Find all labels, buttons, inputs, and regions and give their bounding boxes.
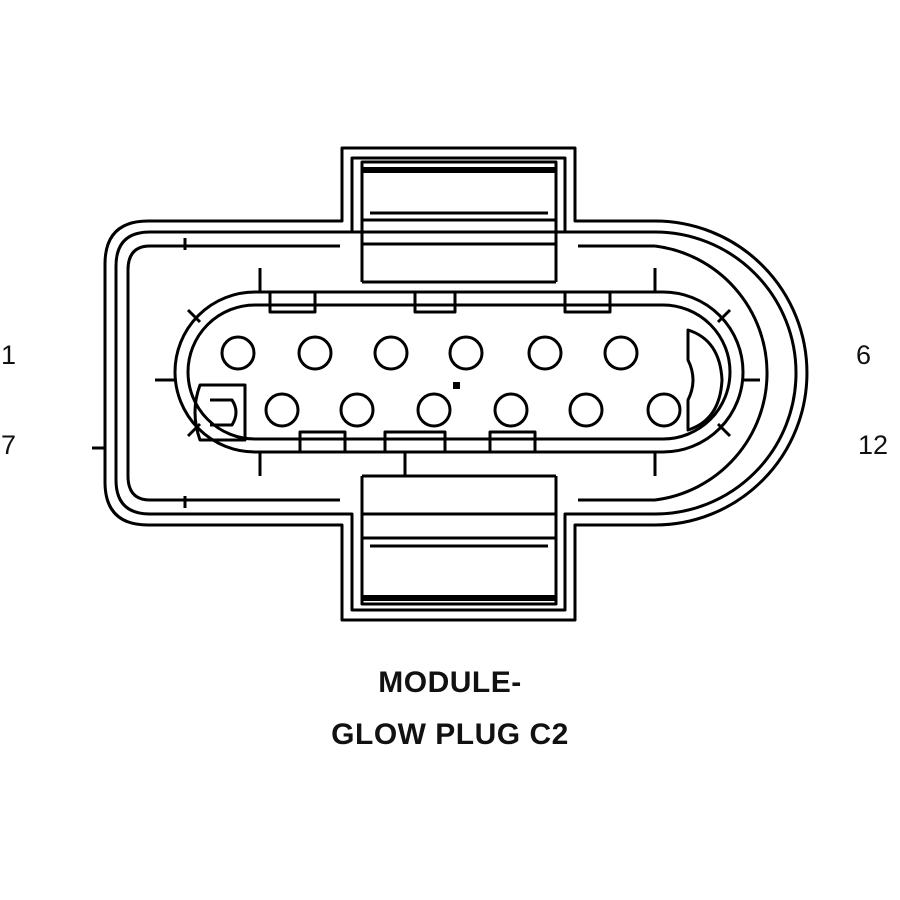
cavity-4 — [448, 335, 484, 371]
cavity-1 — [220, 335, 256, 371]
mating-face-inner — [186, 303, 732, 441]
cavity-6 — [603, 335, 639, 371]
bottom-lock-tab — [360, 536, 558, 606]
housing-inner-outline — [114, 156, 798, 612]
mating-face-outer — [173, 290, 745, 454]
cavity-2 — [297, 335, 333, 371]
cavity-10 — [493, 392, 529, 428]
right-latch-feature — [686, 328, 724, 432]
cavity-5 — [527, 335, 563, 371]
housing-left-wall-top — [126, 244, 340, 271]
cavity-12 — [646, 392, 682, 428]
right-shroud-curve — [578, 244, 769, 502]
cavity-11 — [568, 392, 604, 428]
pin-label-1: 1 — [1, 340, 17, 370]
cavity-3 — [373, 335, 409, 371]
housing-outer-outline — [103, 146, 809, 622]
housing-left-wall — [126, 270, 340, 502]
index-dot — [453, 382, 460, 389]
pin-label-7: 7 — [1, 430, 17, 460]
top-lock-tab — [360, 160, 558, 222]
pin-label-12: 12 — [858, 430, 889, 460]
cavity-9 — [416, 392, 452, 428]
pin-label-6: 6 — [856, 340, 872, 370]
cavity-8 — [339, 392, 375, 428]
connector-title-line-1: MODULE- — [378, 666, 522, 699]
cavity-7 — [264, 392, 300, 428]
left-key-feature — [193, 383, 247, 442]
connector-title-line-2: GLOW PLUG C2 — [331, 718, 569, 751]
